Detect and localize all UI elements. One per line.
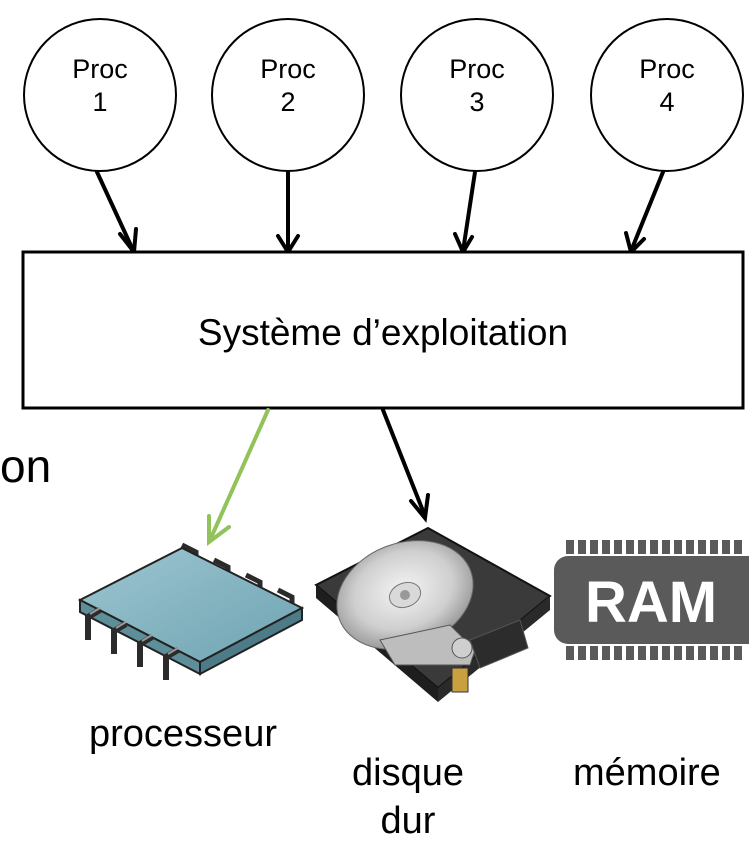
- arrow-os-to-disk: [381, 408, 430, 523]
- process-node-2: Proc 2: [211, 18, 365, 172]
- process-label: Proc: [449, 54, 505, 84]
- arrow-proc3-to-os: [453, 170, 477, 257]
- process-node-4: Proc 4: [590, 18, 744, 172]
- ram-chip-icon: RAM: [554, 540, 749, 660]
- processor-label: processeur: [89, 713, 277, 755]
- cpu-chip-icon: [77, 542, 305, 680]
- arrow-proc4-to-os: [624, 170, 665, 256]
- process-label: Proc: [72, 54, 128, 84]
- process-label: Proc: [260, 54, 316, 84]
- os-label: Système d’exploitation: [198, 312, 568, 353]
- disk-label-line1: disque: [352, 752, 464, 794]
- process-label: Proc: [639, 54, 695, 84]
- process-number: 1: [92, 87, 107, 117]
- disk-label-line2: dur: [381, 800, 436, 842]
- ram-chip-text: RAM: [585, 570, 717, 635]
- arrow-os-to-processor: [207, 408, 270, 546]
- memory-label: mémoire: [573, 752, 721, 794]
- process-number: 2: [280, 87, 295, 117]
- hard-disk-icon: [314, 526, 552, 702]
- partial-background-text: on: [0, 440, 51, 492]
- process-node-1: Proc 1: [23, 18, 177, 172]
- process-number: 3: [469, 87, 484, 117]
- arrow-proc1-to-os: [95, 170, 138, 258]
- process-node-3: Proc 3: [400, 18, 554, 172]
- process-number: 4: [659, 87, 674, 117]
- operating-system-box: Système d’exploitation: [21, 250, 745, 410]
- arrow-proc2-to-os: [276, 170, 300, 256]
